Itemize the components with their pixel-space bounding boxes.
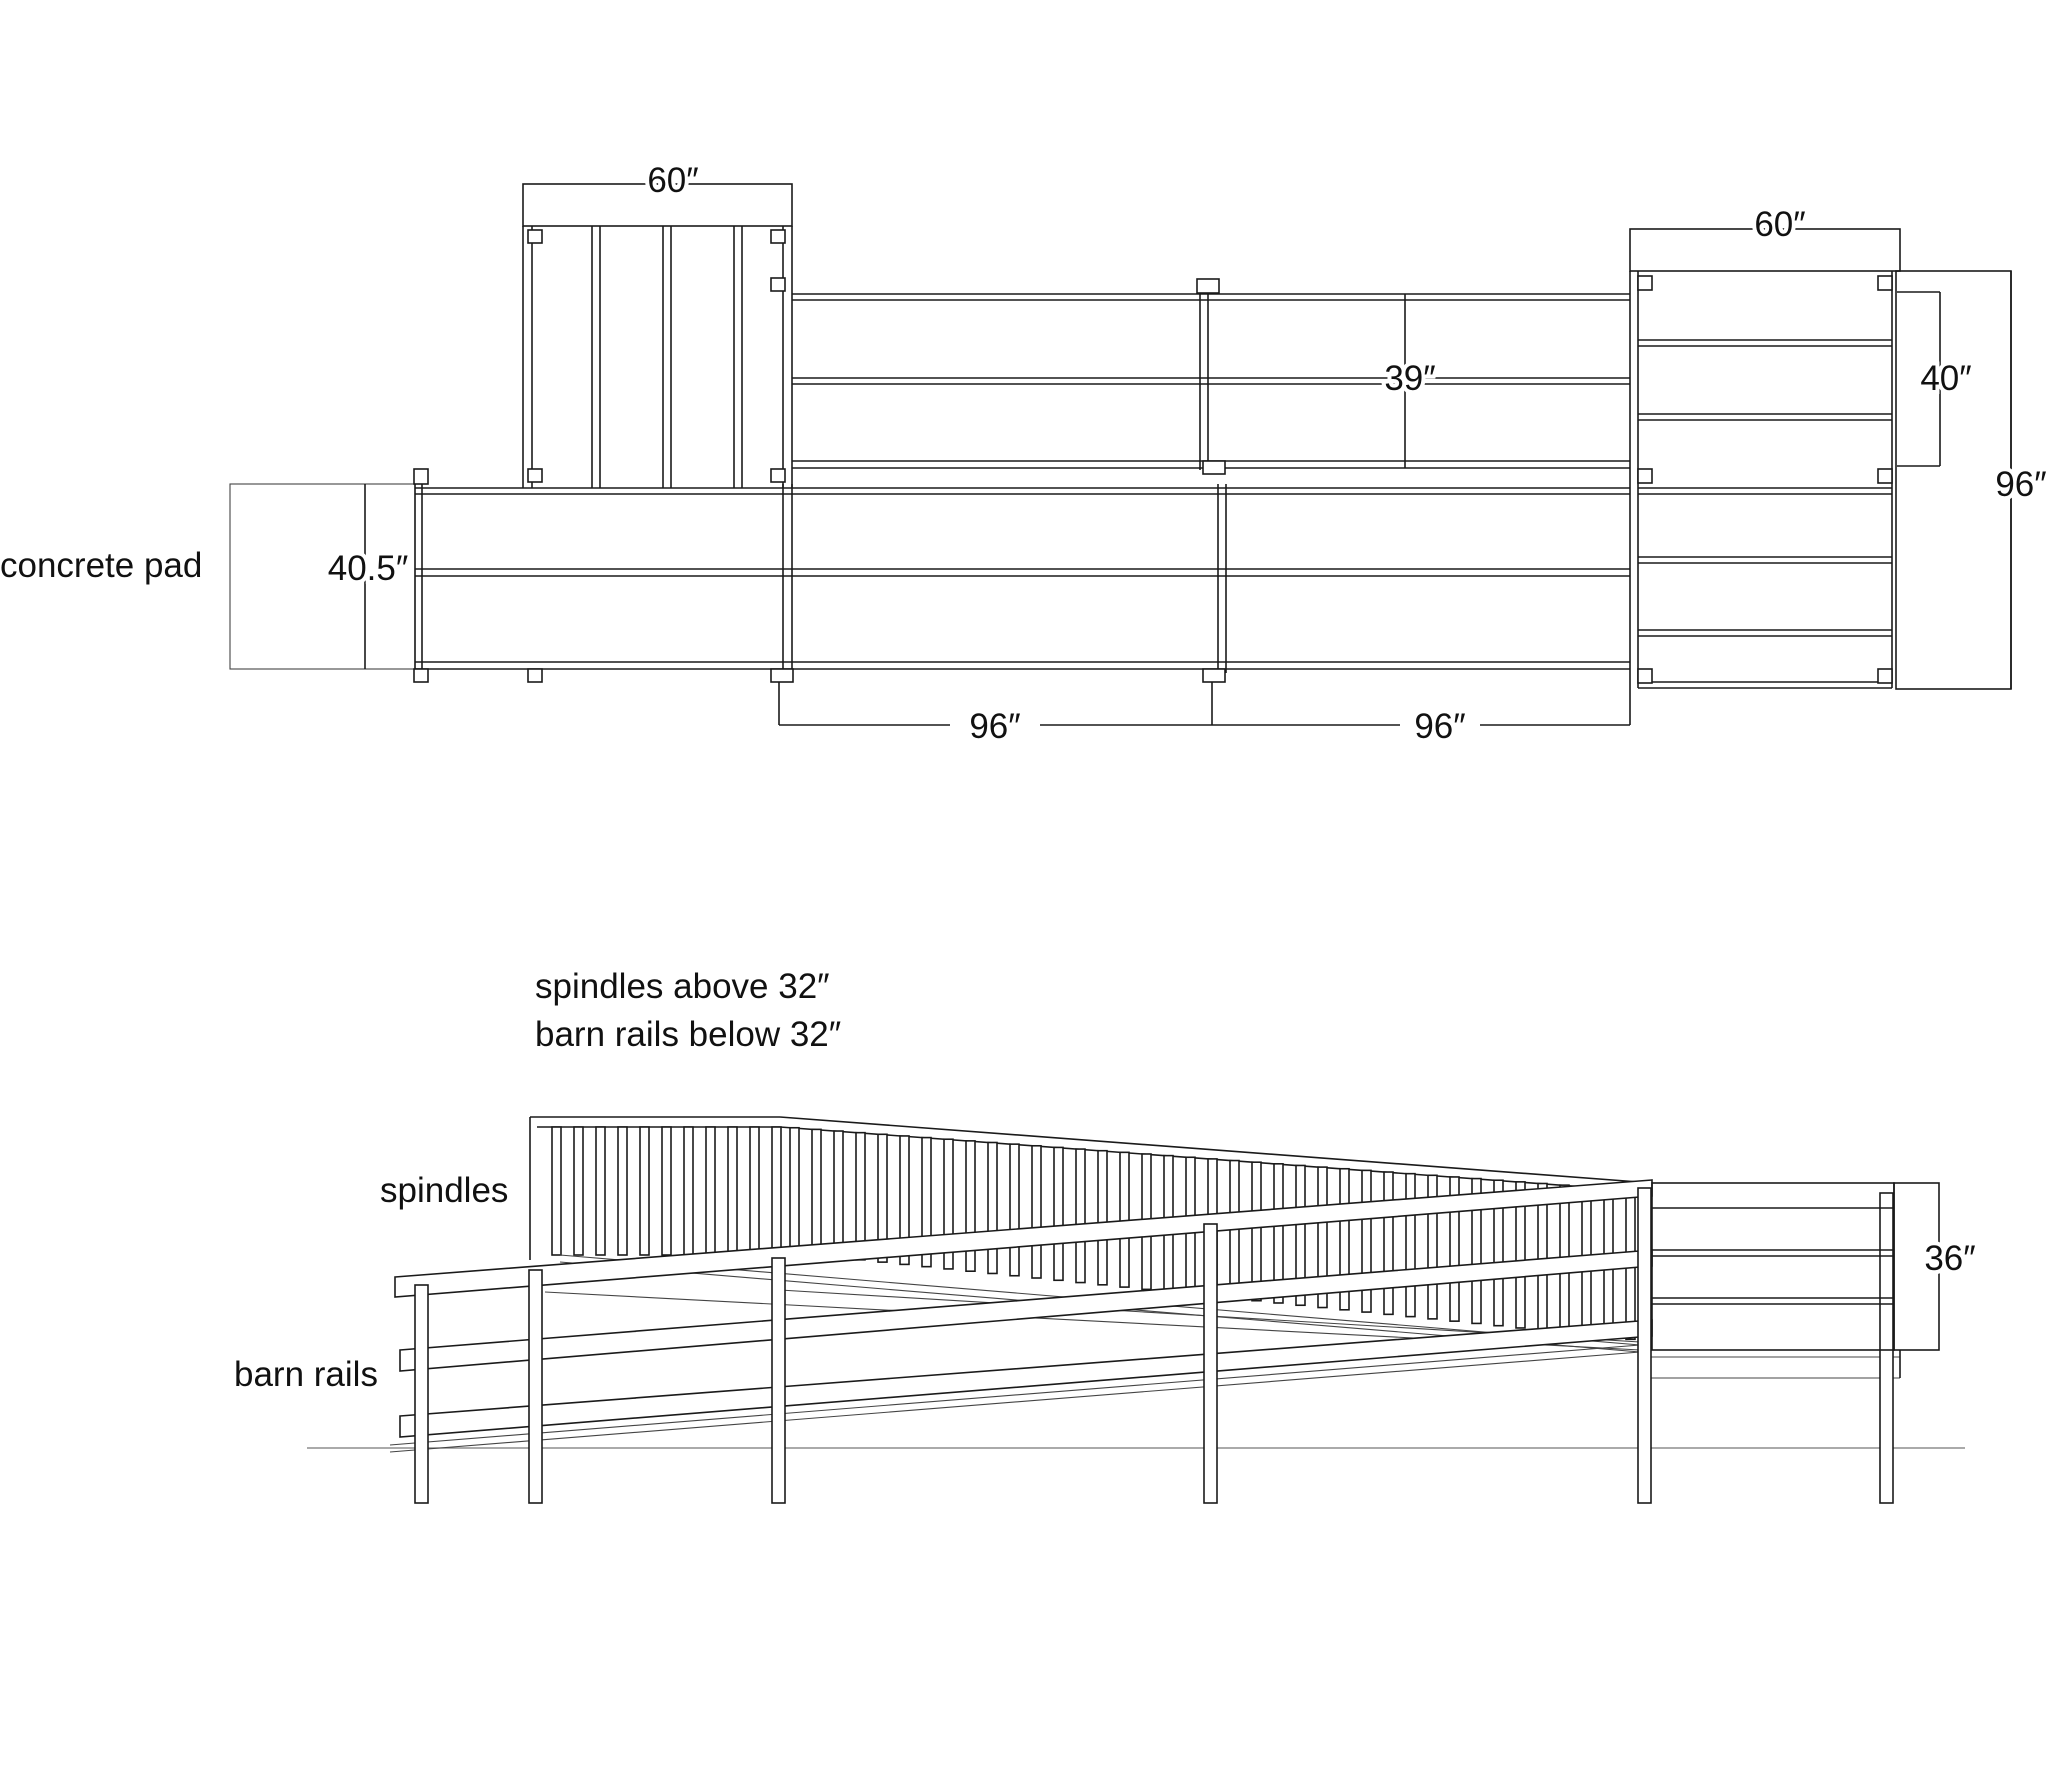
plan-view: 60″ 60″ 39″ 40″ 96″ concrete pad 40.5″ 9…: [0, 157, 2048, 746]
spindle: [987, 1141, 998, 1275]
spindle: [1295, 1164, 1306, 1307]
spindle: [1273, 1163, 1284, 1304]
spindles-label: spindles: [380, 1171, 508, 1210]
spindle: [1317, 1166, 1328, 1309]
upper-ramp: [792, 278, 1630, 470]
spindle: [771, 1126, 782, 1256]
upper-ramp-rise-label: 39″: [1384, 359, 1435, 398]
left-landing: [522, 183, 793, 488]
lower-ramp: [413, 460, 1630, 683]
spindle: [1449, 1176, 1460, 1322]
spindle: [965, 1140, 976, 1272]
spindle: [617, 1126, 628, 1256]
spindle: [1031, 1144, 1042, 1279]
spindle: [833, 1130, 844, 1259]
spindle: [1009, 1143, 1020, 1277]
spindle: [899, 1135, 910, 1266]
spindle: [1405, 1172, 1416, 1318]
spindle: [1097, 1149, 1108, 1286]
spindle: [943, 1138, 954, 1270]
spindle: [1493, 1179, 1504, 1327]
spindle: [789, 1126, 800, 1254]
spindle: [749, 1126, 760, 1256]
spindle: [1053, 1146, 1064, 1282]
spindle: [705, 1126, 716, 1256]
spindle: [1251, 1161, 1262, 1302]
spindle: [1339, 1167, 1350, 1311]
barn-rails: [394, 1179, 1653, 1438]
spindle: [639, 1126, 650, 1256]
spindle: [1515, 1181, 1526, 1329]
span-1-label: 96″: [969, 707, 1020, 746]
spindle: [595, 1126, 606, 1256]
right-landing-total-depth-label: 96″: [1995, 465, 2046, 504]
barn-rails-label: barn rails: [234, 1355, 378, 1394]
left-landing-width-label: 60″: [647, 161, 698, 200]
spindle: [1361, 1169, 1372, 1313]
right-landing: [1629, 228, 2012, 690]
posts: [414, 1187, 1894, 1504]
note-line-1: spindles above 32″: [535, 967, 830, 1006]
note-line-2: barn rails below 32″: [535, 1015, 841, 1054]
elevation-view: spindles above 32″ barn rails below 32″ …: [234, 967, 1980, 1504]
spindle: [877, 1133, 888, 1263]
spindle: [811, 1128, 822, 1257]
spindle: [1075, 1148, 1086, 1284]
spindle: [727, 1126, 738, 1256]
right-landing-elevation: [1651, 1182, 1940, 1351]
spindle: [683, 1126, 694, 1256]
spindle: [1383, 1171, 1394, 1316]
right-landing-width-label: 60″: [1754, 205, 1805, 244]
spindle: [1427, 1174, 1438, 1320]
spindle: [551, 1126, 562, 1256]
spindle: [1471, 1177, 1482, 1325]
spindle: [573, 1126, 584, 1256]
spindle: [661, 1126, 672, 1256]
landing-height-label: 36″: [1924, 1239, 1975, 1278]
plan-dimensions: [364, 271, 2012, 726]
concrete-pad-label: concrete pad: [0, 546, 202, 585]
right-landing-inner-depth-label: 40″: [1920, 359, 1971, 398]
span-2-label: 96″: [1414, 707, 1465, 746]
lower-ramp-width-label: 40.5″: [328, 549, 409, 588]
spindle: [921, 1136, 932, 1268]
